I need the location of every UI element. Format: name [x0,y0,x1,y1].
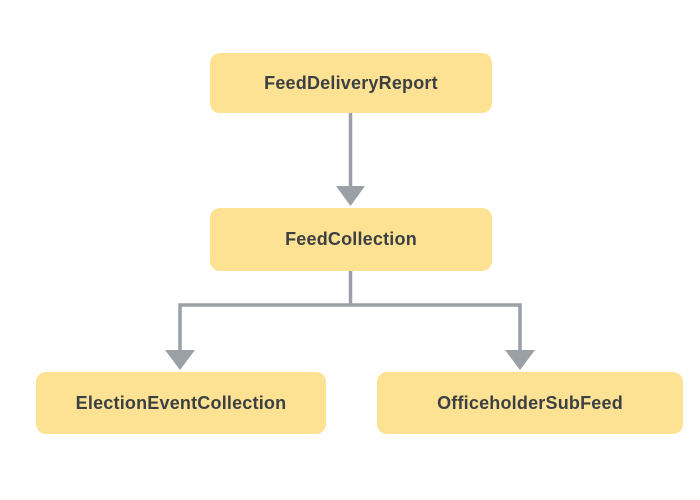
arrowhead-down-icon [336,186,365,206]
node-election-event-collection: ElectionEventCollection [36,372,326,434]
edge-branch-rail [178,303,522,351]
arrowhead-down-icon [165,350,195,370]
node-label: FeedDeliveryReport [264,72,438,93]
node-label: FeedCollection [285,229,417,249]
node-feed-delivery-report: FeedDeliveryReport [210,53,492,113]
node-label: ElectionEventCollection [75,392,287,413]
node-officeholder-sub-feed: OfficeholderSubFeed [377,372,683,434]
node-label: OfficeholderSubFeed [437,392,623,413]
arrowhead-down-icon [505,350,535,370]
node-feed-collection: FeedCollection [210,208,492,271]
